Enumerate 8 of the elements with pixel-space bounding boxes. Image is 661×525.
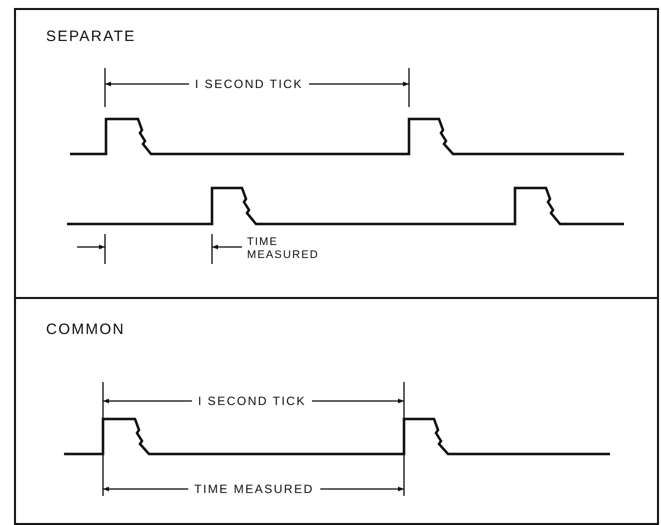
- panel: [14, 297, 659, 525]
- dimension-label: TIME MEASURED: [188, 482, 320, 496]
- panel-title: COMMON: [46, 320, 125, 340]
- dimension-label: I SECOND TICK: [192, 394, 312, 408]
- dimension-label: TIME MEASURED: [247, 236, 317, 262]
- panel-title: SEPARATE: [46, 27, 136, 47]
- dimension-label: I SECOND TICK: [189, 77, 309, 91]
- panel: [14, 8, 659, 299]
